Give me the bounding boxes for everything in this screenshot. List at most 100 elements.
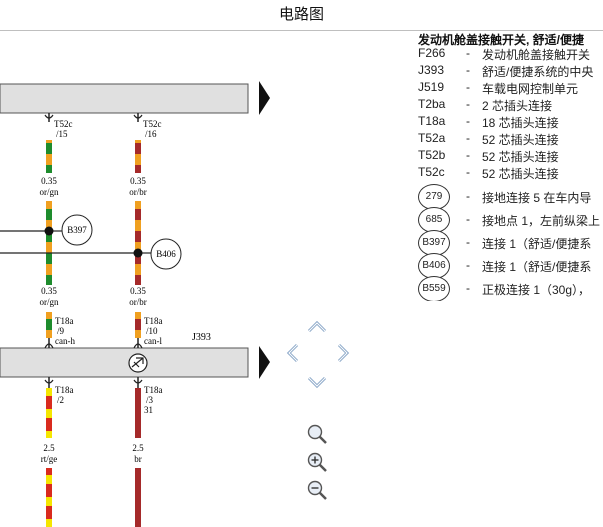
color-right-low: br [134, 454, 142, 464]
legend-code: T52b [418, 148, 446, 162]
legend-dash: - [466, 63, 470, 77]
legend-desc: 连接 1（舒适/便捷系 [482, 237, 592, 251]
legend-code: F266 [418, 46, 446, 60]
pin-arrow-t18a-2 [44, 379, 54, 384]
color-right-top: or/br [129, 187, 147, 197]
label-can-l: can-l [144, 336, 162, 346]
color-left-low: rt/ge [41, 454, 58, 464]
legend-dash: - [466, 189, 470, 203]
node-b397-label: B397 [67, 225, 87, 235]
legend-desc: 52 芯插头连接 [482, 150, 559, 164]
label-pin-2: /2 [57, 395, 64, 405]
legend-code: T52a [418, 131, 446, 145]
pin-arrow-t18a-9 [44, 343, 54, 349]
junction-dot-left [44, 226, 54, 236]
label-pin-15: /15 [56, 129, 68, 139]
legend-connection-badge: 685 [418, 207, 450, 233]
label-pin-31: 31 [144, 405, 153, 415]
bar-arrow-top[interactable] [259, 81, 270, 115]
legend-dash: - [466, 148, 470, 162]
label-t52c-15: T52c [54, 119, 73, 129]
legend-dash: - [466, 281, 470, 295]
component-bar-top [0, 83, 249, 114]
label-t18a-3: T18a [144, 385, 163, 395]
zoom-out-button[interactable] [306, 479, 328, 501]
legend-dash: - [466, 80, 470, 94]
label-can-h: can-h [55, 336, 75, 346]
zoom-fit-button[interactable] [306, 423, 328, 445]
chevron-up-icon [307, 320, 327, 333]
label-t18a-9: T18a [55, 316, 74, 326]
label-pin-16: /16 [145, 129, 157, 139]
wire-or-br-mid[interactable] [135, 201, 141, 285]
legend-dash: - [466, 258, 470, 272]
legend-heading: 发动机舱盖接触开关, 舒适/便捷 [418, 33, 585, 47]
junction-dot-right [133, 248, 143, 258]
ground-symbol-icon [128, 353, 148, 373]
node-b397[interactable] [61, 214, 93, 246]
label-t52c-16: T52c [143, 119, 162, 129]
legend-code: T2ba [418, 97, 446, 111]
legend-desc: 舒适/便捷系统的中央 [482, 65, 594, 79]
legend-desc: 发动机舱盖接触开关 [482, 48, 591, 62]
legend-desc: 接地连接 5 在车内导 [482, 191, 592, 205]
legend-dash: - [466, 46, 470, 60]
legend-desc: 接地点 1，左前纵梁上 [482, 214, 601, 228]
wire-or-gn-low[interactable] [46, 312, 52, 338]
node-b406[interactable] [150, 238, 182, 270]
chevron-right-icon [337, 343, 350, 363]
node-b406-label: B406 [156, 249, 176, 259]
legend-dash: - [466, 114, 470, 128]
wire-or-gn-top[interactable] [46, 140, 52, 173]
gauge-left-mid: 0.35 [41, 286, 57, 296]
legend-dash: - [466, 212, 470, 226]
gauge-left-low: 2.5 [43, 443, 55, 453]
legend-code: T18a [418, 114, 446, 128]
legend-desc: 正极连接 1（30g）， [482, 283, 591, 297]
color-left-mid: or/gn [40, 297, 59, 307]
pan-up-button[interactable] [306, 315, 328, 337]
label-t18a-2: T18a [55, 385, 74, 395]
window-title: 电路图 [0, 0, 603, 31]
color-left-top: or/gn [40, 187, 59, 197]
zoom-in-button[interactable] [306, 451, 328, 473]
wire-rt-ge-bottom[interactable] [46, 468, 52, 527]
legend-code: J519 [418, 80, 445, 94]
magnifier-icon [307, 424, 327, 444]
zoom-in-icon [307, 452, 327, 472]
legend-desc: 18 芯插头连接 [482, 116, 559, 130]
pan-down-button[interactable] [306, 372, 328, 394]
wire-or-br-low[interactable] [135, 312, 141, 338]
pan-right-button[interactable] [333, 342, 355, 364]
gauge-right-top: 0.35 [130, 176, 146, 186]
label-t18a-10: T18a [144, 316, 163, 326]
gauge-right-low: 2.5 [132, 443, 144, 453]
pin-arrow-t18a-10 [133, 343, 143, 349]
zoom-out-icon [307, 480, 327, 500]
wire-or-gn-mid[interactable] [46, 201, 52, 285]
legend-desc: 车载电网控制单元 [482, 82, 579, 96]
legend-desc: 52 芯插头连接 [482, 167, 559, 181]
legend-dash: - [466, 131, 470, 145]
module-label-j393: J393 [192, 332, 211, 343]
gauge-left-top: 0.35 [41, 176, 57, 186]
legend-dash: - [466, 97, 470, 111]
bar-arrow-j393[interactable] [259, 346, 270, 379]
legend-desc: 2 芯插头连接 [482, 99, 553, 113]
pin-arrow-t18a-3 [133, 379, 143, 384]
label-pin-10: /10 [146, 326, 158, 336]
gauge-right-mid: 0.35 [130, 286, 146, 296]
circuit-diagram[interactable]: T52c /15 T52c /16 0.35 or/gn 0.35 or/br … [0, 31, 412, 527]
label-pin-3: /3 [146, 395, 154, 405]
chevron-down-icon [307, 376, 327, 389]
legend-code: J393 [418, 63, 445, 77]
wire-br-top[interactable] [135, 388, 141, 438]
component-bar-j393 [0, 347, 249, 378]
wire-or-br-top[interactable] [135, 140, 141, 173]
pan-left-button[interactable] [281, 342, 303, 364]
wire-rt-ge-top[interactable] [46, 388, 52, 438]
legend-desc: 连接 1（舒适/便捷系 [482, 260, 592, 274]
wire-br-bottom[interactable] [135, 468, 141, 527]
legend-connection-badge: B559 [418, 276, 450, 301]
legend-desc: 52 芯插头连接 [482, 133, 559, 147]
